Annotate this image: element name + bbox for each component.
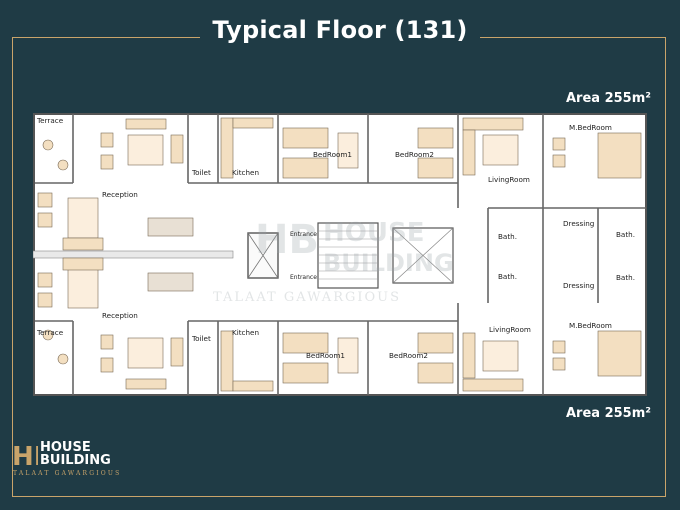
label-living-bottom: LivingRoom (489, 325, 531, 334)
top-unit-walls (35, 114, 646, 303)
watermark-line2: BUILDING (323, 249, 454, 277)
label-bath-b-bottom: Bath. (616, 273, 635, 282)
label-dressing-top: Dressing (563, 219, 594, 228)
furniture-bottom (37, 257, 642, 392)
label-bath-a-bottom: Bath. (498, 272, 517, 281)
label-living-top: LivingRoom (488, 175, 530, 184)
label-toilet-bottom: Toilet (191, 334, 211, 343)
label-bedroom2-top: BedRoom2 (395, 150, 434, 159)
label-terrace-top: Terrace (36, 116, 64, 125)
watermark-line3: TALAAT GAWARGIOUS (213, 290, 401, 305)
area-label-top: Area 255m² (566, 91, 651, 106)
stair-core (317, 222, 379, 289)
label-bedroom1-top: BedRoom1 (313, 150, 352, 159)
logo-line1: HOUSE (40, 440, 91, 455)
furniture-top (37, 117, 642, 251)
stair-treads (318, 230, 378, 280)
label-mbed-top: M.BedRoom (569, 123, 612, 132)
label-reception-bottom: Reception (102, 311, 138, 320)
watermark: HB HOUSE BUILDING TALAAT GAWARGIOUS (213, 217, 454, 305)
label-terrace-bottom: Terrace (36, 328, 64, 337)
label-kitchen-top: Kitchen (232, 168, 259, 177)
label-bedroom2-bottom: BedRoom2 (389, 351, 428, 360)
logo-mark-text: HB (12, 442, 38, 469)
brand-logo-text: HOUSE BUILDING (40, 441, 111, 467)
label-toilet-top: Toilet (191, 168, 211, 177)
label-kitchen-bottom: Kitchen (232, 328, 259, 337)
central-corridor (33, 250, 234, 259)
label-bath-b-top: Bath. (616, 230, 635, 239)
label-bedroom1-bottom: BedRoom1 (306, 351, 345, 360)
label-reception-top: Reception (102, 190, 138, 199)
area-label-bottom: Area 255m² (566, 406, 651, 421)
title-wrap: Typical Floor (131) (0, 16, 680, 44)
label-dressing-bottom: Dressing (563, 281, 594, 290)
page-title: Typical Floor (131) (200, 16, 480, 44)
watermark-line1: HOUSE (323, 218, 424, 248)
logo-line2: BUILDING (40, 453, 111, 468)
label-entrance-bottom: Entrance (290, 274, 317, 281)
watermark-mark: HB (255, 217, 319, 263)
bottom-unit-walls (35, 303, 544, 395)
label-entrance-top: Entrance (290, 231, 317, 238)
floor-plan: HB HOUSE BUILDING TALAAT GAWARGIOUS Terr… (33, 113, 647, 396)
brand-logo-mark: HB (12, 441, 38, 469)
logo-sub: TALAAT GAWARGIOUS (13, 470, 122, 477)
label-mbed-bottom: M.BedRoom (569, 321, 612, 330)
label-bath-a-top: Bath. (498, 232, 517, 241)
